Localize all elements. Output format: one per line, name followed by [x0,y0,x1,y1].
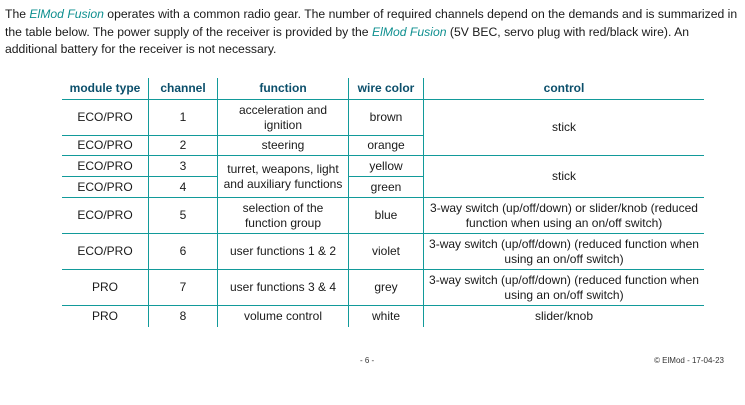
brand-name: ElMod Fusion [371,24,447,39]
header-control: control [423,78,704,100]
cell-channel: 6 [148,233,218,270]
cell-wire-color: white [348,305,424,327]
cell-wire-color: brown [348,99,424,136]
cell-control: 3-way switch (up/off/down) (reduced func… [423,269,704,306]
cell-function: steering [217,135,349,156]
cell-function: turret, weapons, light and auxiliary fun… [217,155,349,198]
cell-channel: 5 [148,197,218,234]
table-row: ECO/PRO 4 green [62,176,704,198]
cell-channel: 3 [148,155,218,177]
cell-wire-color: yellow [348,155,424,177]
cell-wire-color: blue [348,197,424,234]
cell-channel: 2 [148,135,218,156]
header-wire-color: wire color [348,78,424,100]
cell-module: PRO [62,269,149,306]
cell-control: stick [423,99,704,156]
cell-function: user functions 1 & 2 [217,233,349,270]
cell-module: ECO/PRO [62,176,149,198]
cell-control: stick [423,155,704,198]
cell-wire-color: violet [348,233,424,270]
table-row: PRO 8 volume control white slider/knob [62,305,704,327]
header-function: function [217,78,349,100]
cell-wire-color: green [348,176,424,198]
cell-control: slider/knob [423,305,704,327]
cell-function: acceleration and ignition [217,99,349,136]
cell-control: 3-way switch (up/off/down) or slider/kno… [423,197,704,234]
cell-function: volume control [217,305,349,327]
table-row: ECO/PRO 3 turret, weapons, light and aux… [62,155,704,198]
table-row: ECO/PRO 1 acceleration and ignition brow… [62,99,704,156]
page-number: - 6 - [360,356,375,365]
cell-channel: 8 [148,305,218,327]
cell-module: ECO/PRO [62,155,149,177]
table-row: ECO/PRO 6 user functions 1 & 2 violet 3-… [62,233,704,270]
cell-channel: 4 [148,176,218,198]
cell-module: ECO/PRO [62,135,149,156]
cell-control: 3-way switch (up/off/down) (reduced func… [423,233,704,270]
cell-channel: 7 [148,269,218,306]
header-module-type: module type [62,78,149,100]
cell-function: user functions 3 & 4 [217,269,349,306]
table-row: ECO/PRO 5 selection of the function grou… [62,197,704,234]
table-header-row: module type channel function wire color … [62,78,704,100]
cell-module: PRO [91,309,118,323]
cell-module: ECO/PRO [62,197,149,234]
cell-channel: 1 [148,99,218,136]
intro-paragraph: The ElMod Fusion operates with a common … [5,7,738,56]
table-row: PRO 7 user functions 3 & 4 grey 3-way sw… [62,269,704,306]
cell-function: selection of the function group [217,197,349,234]
cell-module: ECO/PRO [62,233,149,270]
cell-wire-color: grey [348,269,424,306]
header-channel: channel [148,78,218,100]
channel-table: module type channel function wire color … [62,78,704,327]
copyright-notice: © ElMod - 17-04-23 [654,356,724,365]
cell-module: ECO/PRO [62,99,149,136]
cell-wire-color: orange [348,135,424,156]
brand-name: ElMod Fusion [29,7,104,21]
table-row: ECO/PRO 2 steering orange [62,135,704,156]
